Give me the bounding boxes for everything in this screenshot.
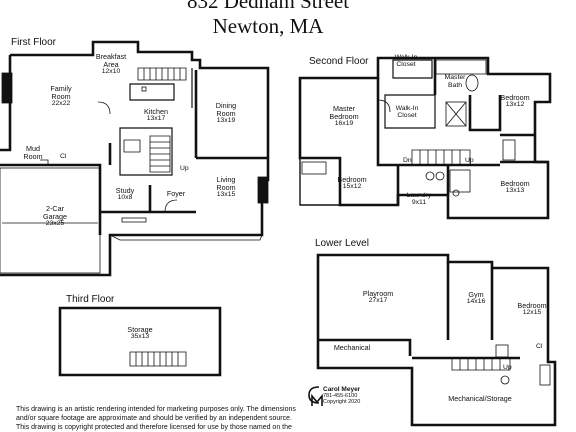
lower-level-fixtures (451, 344, 551, 386)
bedroom-a-size: 13x12 (505, 101, 525, 108)
breakfast-area-name2: Area (103, 60, 119, 69)
third-floor-walls (58, 306, 222, 377)
playroom-name: Playroom (362, 289, 394, 298)
gym-name: Gym (468, 290, 484, 299)
city-title: Newton, MA (212, 14, 324, 38)
living-room-name: Living (216, 175, 236, 184)
garage-name2: Garage (43, 212, 67, 221)
gym-size: 14x16 (466, 298, 486, 305)
family-room-size: 22x22 (51, 100, 71, 107)
foyer-name: Foyer (166, 189, 186, 198)
first-floor-fixtures (0, 67, 269, 274)
study-size: 10x8 (117, 194, 133, 201)
logo-phone: 781-455-6100 (323, 393, 358, 399)
lower-up-mark: Up (503, 364, 512, 371)
mechanical-name: Mechanical (333, 343, 371, 352)
first-floor-label: First Floor (11, 37, 56, 48)
master-bath-name: Master (444, 74, 466, 81)
second-floor-walls (298, 56, 552, 220)
dining-room-name: Dining (215, 101, 237, 110)
bedroom-b-name: Bedroom (337, 175, 367, 184)
bedroom-c-size: 13x13 (505, 187, 525, 194)
master-bath-name2: Bath (448, 82, 462, 89)
bedroom-b-size: 15x12 (342, 183, 362, 190)
breakfast-area-name: Breakfast (95, 52, 127, 61)
garage-name: 2-Car (46, 204, 64, 213)
disclaimer-line: This drawing is an artistic rendering in… (16, 406, 296, 413)
study-name: Study (115, 186, 135, 195)
kitchen-size: 13x17 (146, 115, 166, 122)
master-bedroom-name2: Bedroom (329, 112, 359, 121)
bedroom-d-name: Bedroom (517, 301, 547, 310)
bedroom-a-name: Bedroom (500, 93, 530, 102)
master-bedroom-name: Master (333, 104, 355, 113)
dining-room-name2: Room (216, 109, 236, 118)
disclaimer-text: This drawing is an artistic rendering in… (16, 405, 396, 432)
carol-meyer-logo: CM Carol Meyer 781-455-6100 Copyright 20… (306, 384, 366, 406)
second-floor-up-mark: Up (465, 157, 474, 164)
address-title: 832 Dedham Street (186, 0, 350, 13)
third-floor-label: Third Floor (66, 294, 115, 305)
living-room-name2: Room (216, 183, 236, 192)
playroom-size: 27x17 (368, 297, 388, 304)
laundry-size: 9x11 (411, 199, 427, 206)
family-room-name: Family (50, 84, 72, 93)
garage-size: 23x25 (45, 220, 65, 227)
walk-in-closet-1-name2: Closet (396, 61, 416, 68)
bedroom-c-name: Bedroom (500, 179, 530, 188)
storage-name: Storage (127, 325, 153, 334)
breakfast-area-size: 12x10 (101, 68, 121, 75)
logo-mark (308, 386, 323, 406)
logo-name: Carol Meyer (323, 386, 361, 393)
living-room-size: 13x15 (216, 191, 236, 198)
storage-size: 35x13 (130, 333, 150, 340)
first-floor-closet-mark: Cl (60, 153, 67, 160)
laundry-name: Laundry (406, 192, 432, 199)
mud-room-name2: Room (23, 152, 43, 161)
family-room-name2: Room (51, 92, 71, 101)
master-bedroom-size: 16x19 (334, 120, 354, 127)
dining-room-size: 13x19 (216, 117, 236, 124)
disclaimer-line: and/or square footage are approximate an… (16, 415, 292, 422)
disclaimer-line: This drawing is copyright protected and … (16, 424, 292, 431)
bedroom-d-size: 12x15 (522, 309, 542, 316)
second-floor-down-mark: Dn (403, 157, 412, 164)
lower-closet-mark: Cl (536, 343, 543, 350)
mud-room-name: Mud (26, 144, 40, 153)
first-floor-up-mark: Up (180, 165, 189, 172)
logo-copyright: Copyright 2020 (323, 399, 361, 405)
second-floor-label: Second Floor (309, 56, 369, 67)
mechanical-storage-name: Mechanical/Storage (448, 394, 512, 403)
second-floor-fixtures (301, 59, 516, 197)
lower-level-label: Lower Level (315, 238, 369, 249)
third-floor-stairs (129, 351, 187, 367)
walk-in-closet-2-name2: Closet (397, 112, 417, 119)
walk-in-closet-2-name: Walk-In (395, 105, 419, 112)
walk-in-closet-1-name: Walk-In (394, 54, 418, 61)
kitchen-name: Kitchen (144, 107, 168, 116)
